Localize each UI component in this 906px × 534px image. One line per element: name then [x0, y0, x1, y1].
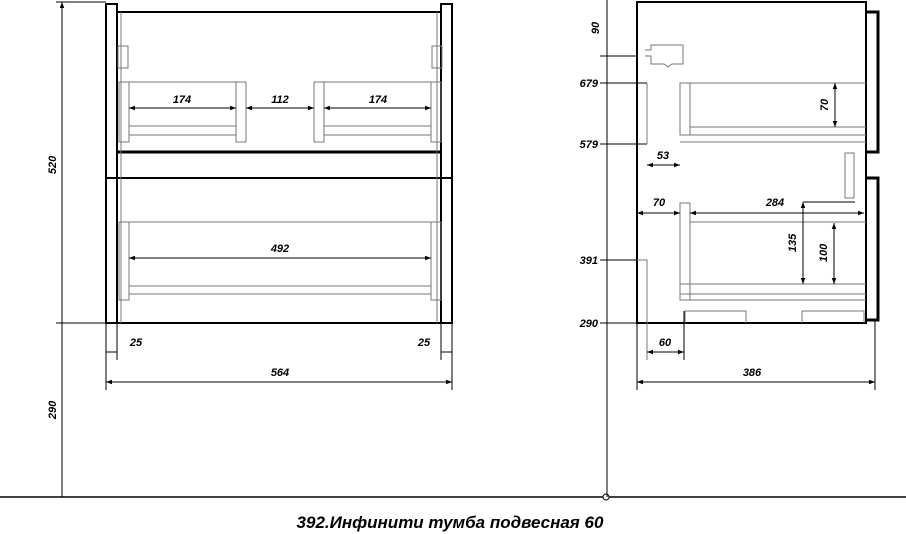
level-579: 579 [580, 139, 599, 151]
dim-mount-290: 290 [47, 400, 59, 420]
dim-top-90: 90 [590, 21, 602, 34]
dim-lower-offset-70: 70 [653, 197, 666, 209]
dim-lower-100: 100 [818, 243, 830, 262]
level-391: 391 [580, 255, 598, 267]
dim-lower-depth-284: 284 [765, 197, 784, 209]
level-290: 290 [579, 318, 599, 330]
dim-lower-135: 135 [787, 233, 799, 252]
dim-bottom-offset-60: 60 [659, 337, 672, 349]
drain-pipe [645, 44, 684, 68]
dim-depth-386: 386 [743, 367, 762, 379]
level-679: 679 [580, 78, 599, 90]
dim-width-564: 564 [271, 367, 289, 379]
dim-upper-offset-53: 53 [657, 150, 669, 162]
dim-upper-right-174: 174 [369, 94, 387, 106]
dim-lower-492: 492 [270, 243, 289, 255]
dim-side-right-25: 25 [417, 337, 431, 349]
side-view: 90 679 579 391 290 70 53 70 284 [579, 0, 880, 497]
dim-upper-depth: 70 [819, 98, 831, 111]
origin-marker [602, 493, 610, 501]
drawing-title: 392.Инфинити тумба подвесная 60 [297, 513, 604, 532]
dim-upper-middle-112: 112 [271, 94, 289, 106]
dim-side-left-25: 25 [129, 337, 143, 349]
dim-upper-left-174: 174 [173, 94, 191, 106]
front-view: 520 290 174 112 174 492 [47, 1, 453, 497]
dim-height-520: 520 [47, 155, 59, 174]
